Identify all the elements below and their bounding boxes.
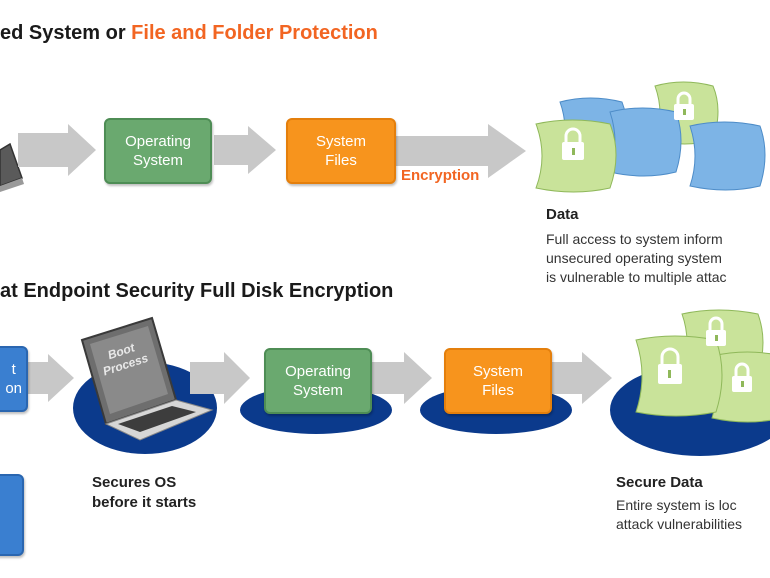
arrow-right-icon bbox=[190, 352, 250, 404]
secure-data-description-line: attack vulnerabilities bbox=[616, 516, 743, 532]
system-files-box: System Files bbox=[286, 118, 396, 184]
arrow-right-icon bbox=[214, 126, 276, 174]
bottom-section-title: at Endpoint Security Full Disk Encryptio… bbox=[0, 280, 394, 302]
data-heading: Data bbox=[546, 206, 579, 223]
operating-system-box: Operating System bbox=[104, 118, 212, 184]
secures-os-line: Secures OS bbox=[92, 474, 177, 491]
lock-icon bbox=[674, 91, 694, 120]
lock-icon bbox=[732, 362, 752, 392]
laptop-icon bbox=[0, 142, 24, 192]
encryption-label: Encryption bbox=[401, 167, 480, 184]
left-partial-box: t on bbox=[0, 346, 28, 412]
laptop-icon bbox=[80, 316, 214, 441]
arrow-right-icon bbox=[18, 124, 96, 176]
arrow-right-icon bbox=[372, 352, 432, 404]
data-description-line: Full access to system inform bbox=[546, 231, 723, 247]
operating-system-box-secure: Operating System bbox=[264, 348, 372, 414]
data-description-line: is vulnerable to multiple attac bbox=[546, 269, 727, 285]
system-files-box-secure: System Files bbox=[444, 348, 552, 414]
lock-icon bbox=[706, 316, 726, 346]
secures-os-line: before it starts bbox=[92, 494, 197, 511]
top-section-title: ed System or File and Folder Protection bbox=[0, 22, 378, 44]
lock-icon bbox=[562, 127, 584, 160]
secure-data-description-line: Entire system is loc bbox=[616, 497, 737, 513]
lock-icon bbox=[658, 347, 682, 384]
data-page-icon bbox=[635, 309, 770, 423]
secure-data-heading: Secure Data bbox=[616, 474, 703, 491]
data-page-icon bbox=[535, 81, 766, 193]
arrow-right-icon bbox=[396, 124, 526, 178]
data-description-line: unsecured operating system bbox=[546, 250, 722, 266]
left-partial-block bbox=[0, 474, 24, 556]
arrow-right-icon bbox=[550, 352, 612, 404]
arrow-right-icon bbox=[24, 354, 74, 402]
